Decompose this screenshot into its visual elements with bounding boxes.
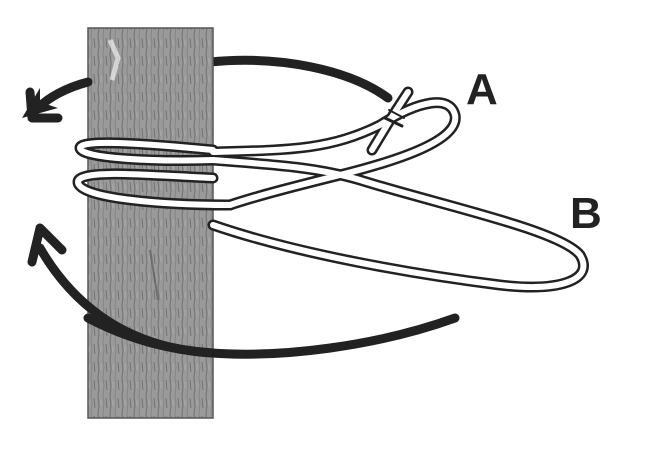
- label-b: B: [570, 189, 602, 238]
- top-left-arrow: [22, 77, 93, 123]
- top-arc-path: [205, 55, 393, 103]
- rope: [72, 86, 589, 293]
- label-a: A: [466, 65, 498, 114]
- tree-trunk: [87, 27, 214, 419]
- bottom-arrowhead-icon: [27, 223, 67, 267]
